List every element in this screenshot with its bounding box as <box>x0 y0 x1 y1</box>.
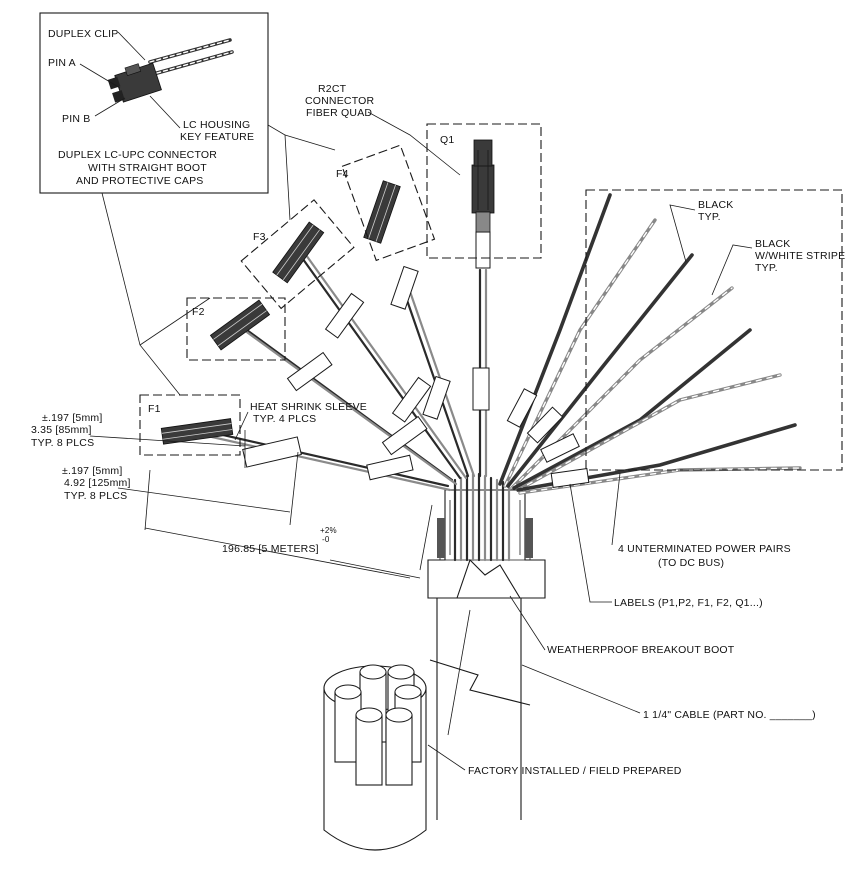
f3-fiber <box>272 221 468 480</box>
q1-label: Q1 <box>440 134 454 146</box>
dimension-lines <box>89 430 433 579</box>
duplex-desc-line1: DUPLEX LC-UPC CONNECTOR <box>58 149 217 161</box>
wire-bundle <box>453 472 511 562</box>
bws-label-line3: TYP. <box>755 262 778 274</box>
dim1-tolerance: ±.197 [5mm] <box>42 412 102 424</box>
f4-lc-connector <box>363 180 401 244</box>
key-feature-label: KEY FEATURE <box>180 131 254 143</box>
power-pairs-label-line2: (TO DC BUS) <box>658 557 724 569</box>
f3-callout-box <box>240 199 355 310</box>
dim3-tol-plus: +2% <box>320 526 337 535</box>
q1-r2ct-connector <box>471 164 495 214</box>
q1-heat-shrink-sleeve <box>472 367 490 411</box>
cable-body <box>429 595 531 820</box>
lc-housing-label: LC HOUSING <box>183 119 250 131</box>
black-leader <box>669 204 696 263</box>
f2-label: F2 <box>192 306 205 318</box>
boot-leader <box>509 595 546 651</box>
f1-fiber <box>160 418 452 492</box>
cable-label: 1 1/4" CABLE (PART NO. _______) <box>643 709 816 721</box>
duplex-connector-detail-box <box>39 12 269 194</box>
power-pairs-leader <box>611 472 621 546</box>
power-pairs <box>498 193 802 495</box>
cable-leader <box>521 664 641 714</box>
q1-callout-box <box>426 123 542 259</box>
f4-label: F4 <box>336 168 349 180</box>
factory-label: FACTORY INSTALLED / FIELD PREPARED <box>468 765 682 777</box>
f1-lc-connector <box>160 418 234 445</box>
bws-label-line1: BLACK <box>755 238 790 250</box>
boot-label: WEATHERPROOF BREAKOUT BOOT <box>547 644 735 656</box>
bws-label-line2: W/WHITE STRIPE <box>755 250 845 262</box>
dim2-tolerance: ±.197 [5mm] <box>62 465 122 477</box>
black-label-line2: TYP. <box>698 211 721 223</box>
dim1-typ: TYP. 8 PLCS <box>31 437 94 449</box>
f4-fiber <box>363 180 476 478</box>
q1-fiber <box>471 139 495 478</box>
f3-label: F3 <box>253 231 266 243</box>
dim3-tol-minus: -0 <box>322 535 330 544</box>
power-label-sleeve <box>550 467 590 489</box>
f2-lc-connector <box>209 299 271 351</box>
dim2-typ: TYP. 8 PLCS <box>64 490 127 502</box>
f2-fiber <box>209 299 458 486</box>
duplex-desc-line2: WITH STRAIGHT BOOT <box>88 162 207 174</box>
dim1-value: 3.35 [85mm] <box>31 424 92 436</box>
boot-grip-right <box>525 518 533 558</box>
factory-leader <box>427 744 466 771</box>
duplex-clip-label: DUPLEX CLIP <box>48 28 118 40</box>
boot-grip-left <box>437 518 445 558</box>
pin-b-label: PIN B <box>62 113 90 125</box>
r2ct-label-line2: CONNECTOR <box>305 95 374 107</box>
f3-lc-connector <box>272 221 325 284</box>
breakout-boot <box>427 489 546 599</box>
bws-leader <box>711 244 753 296</box>
black-label-line1: BLACK <box>698 199 733 211</box>
duplex-connector-detail <box>79 31 234 129</box>
dim3-value: 196.85 [5 METERS] <box>222 543 319 555</box>
heat-shrink-label-line1: HEAT SHRINK SLEEVE <box>250 401 367 413</box>
heat-shrink-leader <box>234 411 249 441</box>
pin-a-label: PIN A <box>48 57 76 69</box>
dim2-value: 4.92 [125mm] <box>64 477 131 489</box>
cable-end-view <box>323 609 471 851</box>
r2ct-leader <box>367 111 461 176</box>
detail-leaders <box>101 124 336 396</box>
f1-callout-box <box>139 394 241 456</box>
labels-leader <box>569 483 612 603</box>
f1-label: F1 <box>148 403 161 415</box>
labels-note: LABELS (P1,P2, F1, F2, Q1...) <box>614 597 763 609</box>
r2ct-label-line3: FIBER QUAD <box>306 107 372 119</box>
heat-shrink-label-line2: TYP. 4 PLCS <box>253 413 316 425</box>
power-pairs-label-line1: 4 UNTERMINATED POWER PAIRS <box>618 543 791 555</box>
duplex-desc-line3: AND PROTECTIVE CAPS <box>76 175 204 187</box>
power-pairs-callout-box <box>585 189 843 471</box>
r2ct-label-line1: R2CT <box>318 83 347 95</box>
f4-callout-box <box>341 144 436 262</box>
f2-callout-box <box>186 297 286 361</box>
